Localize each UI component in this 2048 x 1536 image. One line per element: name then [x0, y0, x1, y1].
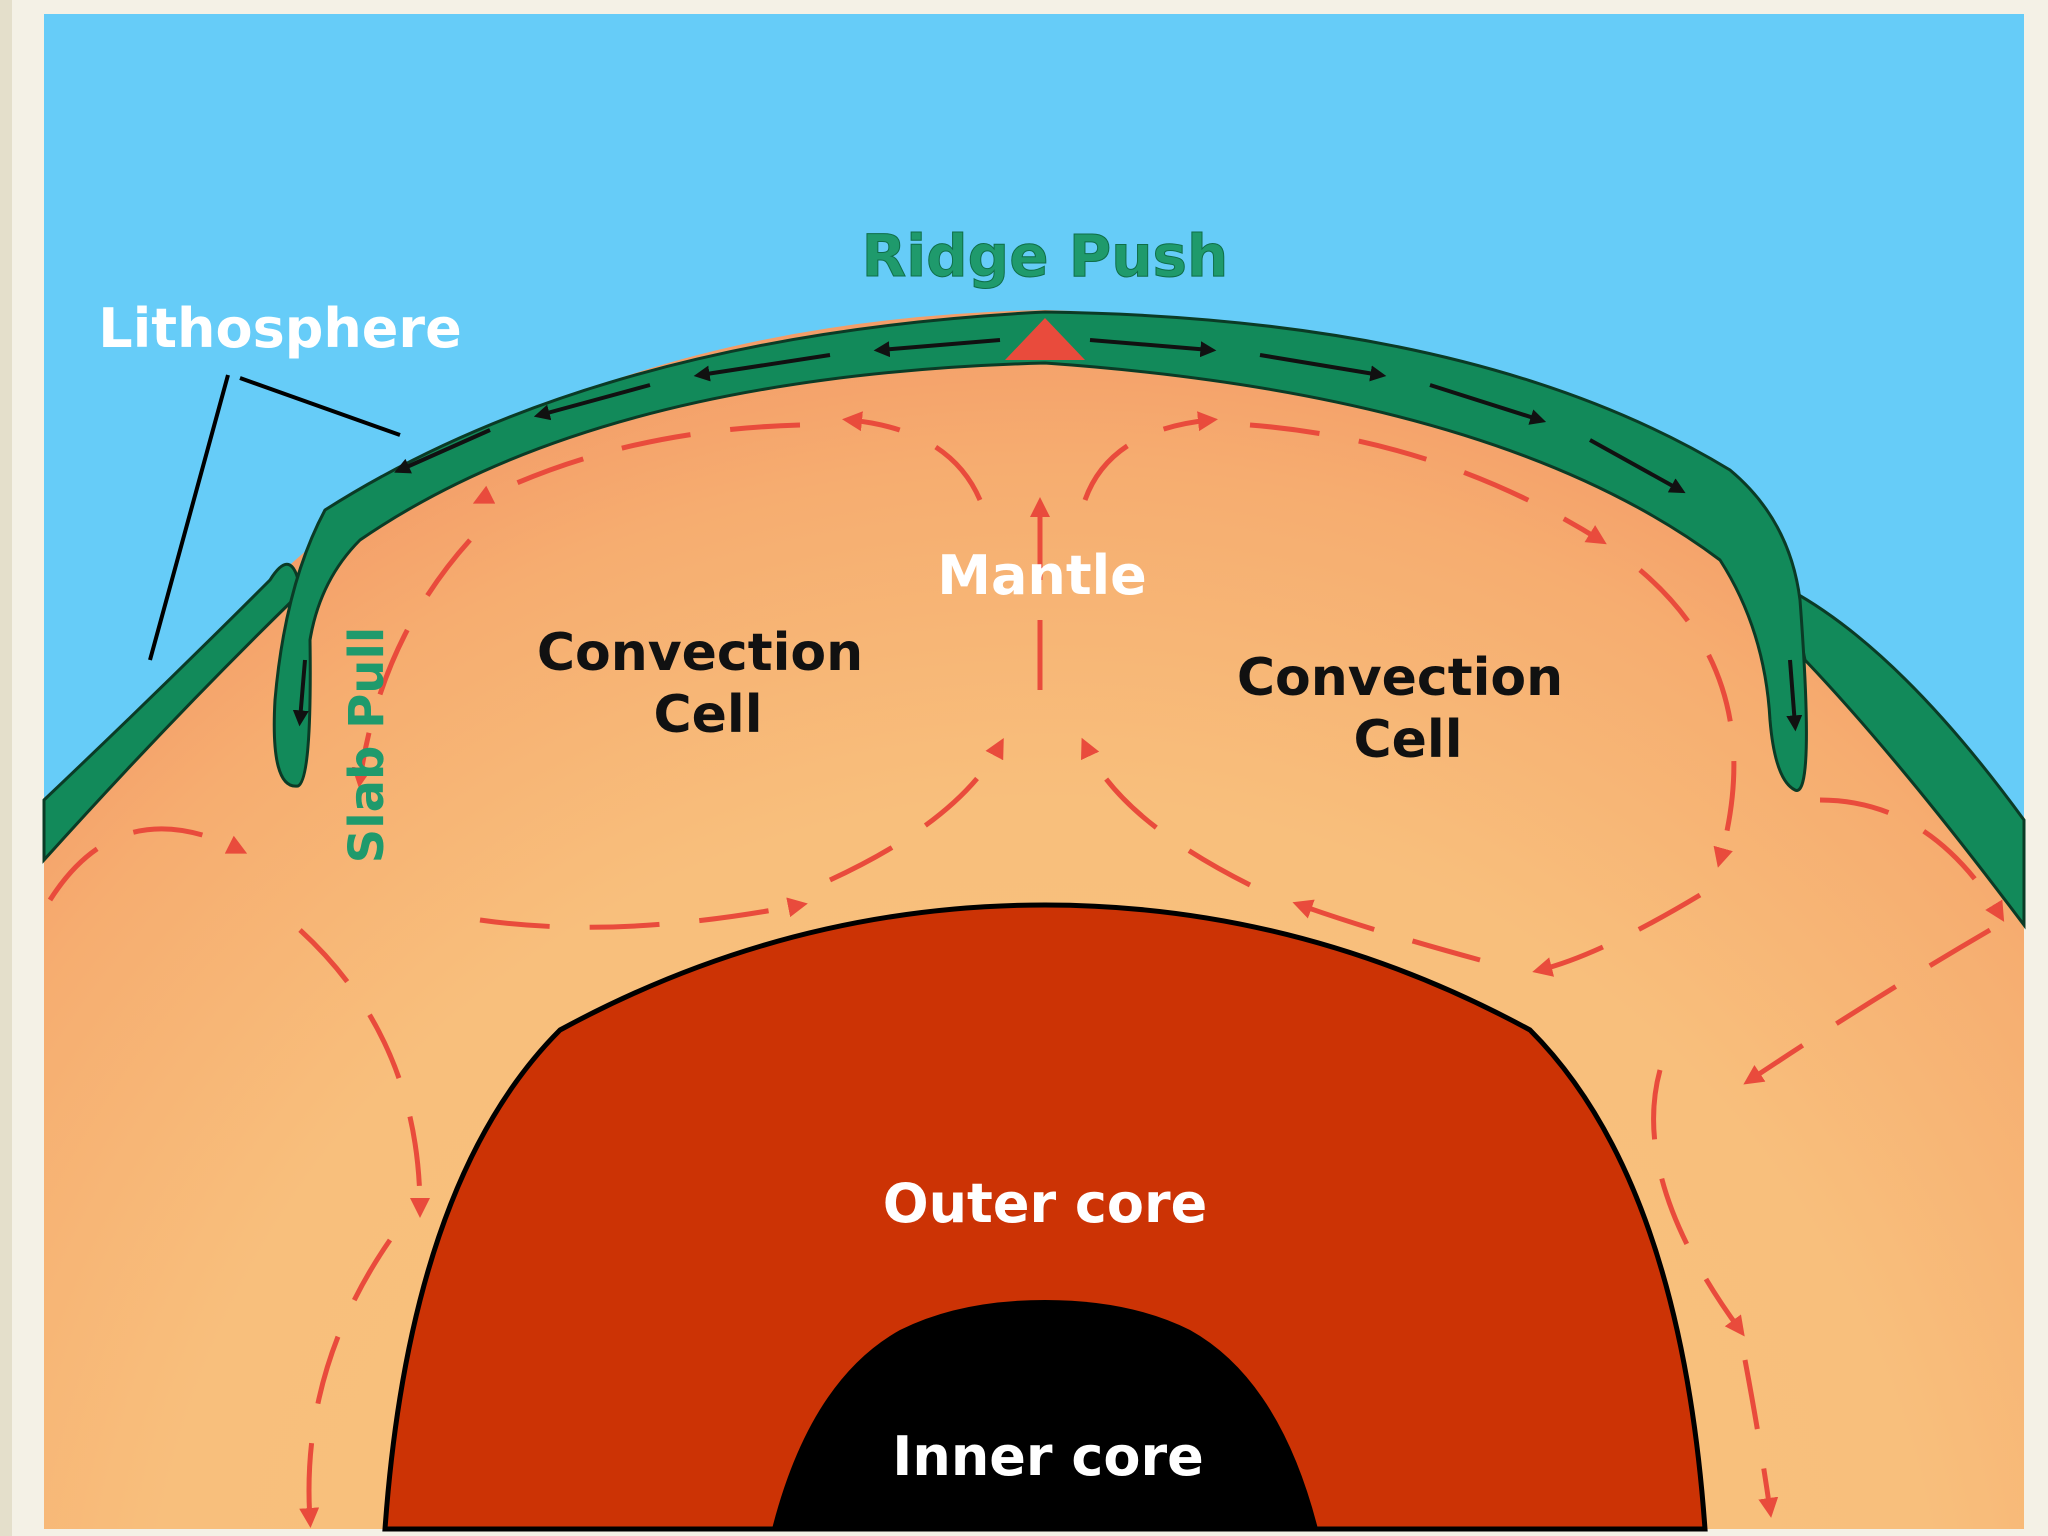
left-cell-up-arrow: [828, 737, 1004, 883]
plate-motion-arrows: [292, 338, 1803, 732]
plate-arrow-right-4: [1589, 438, 1686, 494]
left-cell-top-arrow: [472, 422, 801, 504]
lithosphere-left-plate: [42, 562, 302, 864]
lithosphere-right-plate: [1787, 587, 2026, 930]
ridge-spread-arrow-right: [1082, 411, 1218, 501]
leader-line-left: [148, 374, 230, 661]
left-outer-cell-down-arrow: [298, 928, 430, 1218]
inner-core-label: Inner core: [892, 1425, 1203, 1488]
plate-arrow-left-2: [693, 353, 831, 382]
ridge-magma: [1005, 318, 1085, 360]
outer-core: [382, 902, 1708, 1532]
left-cell-bottom-arrow: [479, 897, 808, 930]
ridge-spread-arrow-left: [842, 411, 983, 501]
right-outer-cell-top-arrow: [1819, 797, 2005, 922]
plate-arrow-right-3: [1429, 383, 1547, 425]
right-cell-bottom-arrow: [1532, 892, 1702, 977]
slab-pull-label: Slab Pull: [339, 627, 395, 864]
lithosphere-leader-lines: [148, 374, 401, 661]
leader-line-right: [239, 376, 401, 437]
right-cell-down-arrow: [1638, 568, 1737, 868]
plate-arrow-left-4: [394, 428, 491, 474]
convection-cell-right-line1: Convection: [1237, 648, 1563, 708]
right-cell-return-arrow: [1292, 899, 1481, 963]
right-outer-cell-bottom-arrow: [1742, 1359, 1779, 1518]
lithosphere-main-plate: [272, 310, 1808, 792]
left-outer-cell-bottom-arrow: [299, 1238, 393, 1528]
inner-core: [772, 1300, 1318, 1529]
ridge-push-label: Ridge Push: [862, 222, 1229, 290]
right-cell-top-arrow: [1249, 422, 1607, 545]
plate-arrow-left-1: [873, 338, 1001, 358]
lithosphere-label: Lithosphere: [98, 297, 461, 360]
slab-arrow-left: [292, 659, 309, 727]
plate-arrow-right-2: [1259, 353, 1387, 382]
mantle-label: Mantle: [937, 544, 1147, 607]
convection-cell-left-line1: Convection: [537, 623, 863, 683]
left-outer-cell-top-arrow: [47, 826, 248, 902]
convection-cell-right-line2: Cell: [1353, 710, 1462, 770]
convection-cell-left-line2: Cell: [653, 685, 762, 745]
left-margin-strip: [0, 0, 12, 1536]
right-cell-up-arrow: [1081, 737, 1252, 888]
plate-arrow-right-1: [1089, 338, 1217, 358]
slab-arrow-right: [1786, 659, 1803, 732]
right-outer-cell-down-arrow: [1743, 927, 1992, 1085]
right-outer-cell-mid-arrow: [1651, 1069, 1745, 1337]
left-cell-down-arrow: [351, 538, 472, 788]
convection-arrows: [47, 411, 2005, 1528]
plate-arrow-left-3: [533, 383, 651, 421]
outer-core-label: Outer core: [883, 1172, 1208, 1235]
